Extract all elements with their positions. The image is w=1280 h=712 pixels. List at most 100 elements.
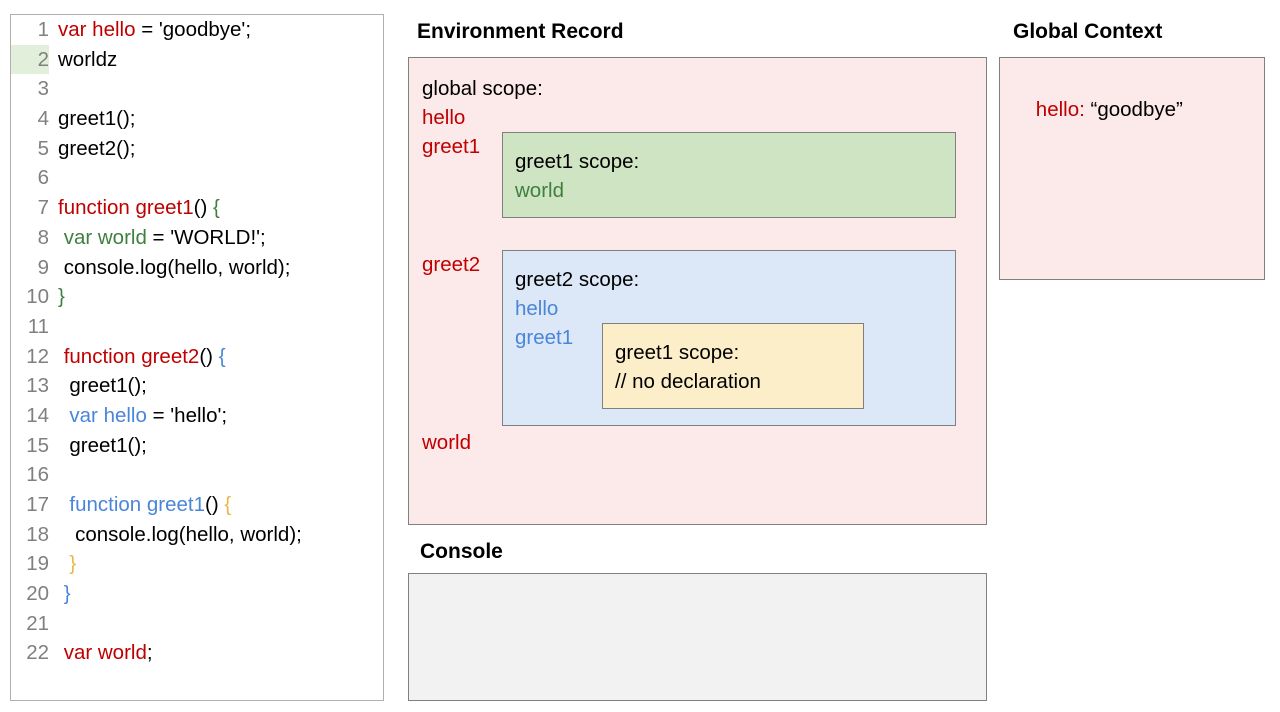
- code-line[interactable]: 12 function greet2() {: [11, 342, 383, 372]
- code-token: console.log(hello, world);: [58, 255, 291, 279]
- console-heading: Console: [420, 540, 503, 563]
- global-context-entry-value: “goodbye”: [1090, 98, 1183, 121]
- global-binding-hello: hello: [422, 106, 466, 129]
- line-number: 5: [37, 136, 49, 160]
- code-token: var hello: [58, 403, 147, 427]
- greet2-scope-label: greet2 scope:: [515, 268, 640, 291]
- line-number: 14: [26, 403, 49, 427]
- greet2-scope-box: greet2 scope: hello greet1 greet1 scope:…: [502, 250, 956, 426]
- line-number: 18: [26, 522, 49, 546]
- code-token: function greet1: [58, 493, 206, 516]
- code-token: console.log(hello, world);: [58, 522, 302, 546]
- code-line[interactable]: 16: [11, 460, 383, 490]
- environment-record-heading: Environment Record: [417, 20, 624, 43]
- code-line-text: function greet2() {: [49, 342, 226, 372]
- code-line-text: greet2();: [49, 134, 135, 164]
- greet1-scope-label: greet1 scope:: [515, 150, 640, 173]
- code-line-text: }: [49, 549, 76, 579]
- line-number: 10: [26, 285, 49, 309]
- code-token: (): [205, 493, 225, 516]
- code-line-text: worldz: [49, 45, 117, 75]
- code-line[interactable]: 4 greet1();: [11, 104, 383, 134]
- code-line[interactable]: 19 }: [11, 549, 383, 579]
- code-token: {: [224, 493, 232, 516]
- code-line-text: greet1();: [49, 431, 146, 461]
- greet2-binding-greet1: greet1: [515, 326, 574, 349]
- code-token: var world: [58, 225, 147, 249]
- code-line-text: var world = 'WORLD!';: [49, 223, 266, 253]
- line-number: 6: [37, 166, 49, 190]
- code-line[interactable]: 17 function greet1() {: [11, 490, 383, 520]
- code-line-text: function greet1() {: [49, 490, 231, 520]
- global-context-heading: Global Context: [1013, 20, 1163, 43]
- global-binding-greet1: greet1: [422, 135, 481, 158]
- code-token: worldz: [58, 47, 118, 71]
- line-number: 13: [26, 374, 49, 398]
- code-line-text: var hello = 'hello';: [49, 401, 227, 431]
- global-binding-greet2: greet2: [422, 253, 481, 276]
- greet1-inner-scope-comment: // no declaration: [615, 370, 761, 393]
- code-token: var world: [58, 641, 147, 665]
- code-line[interactable]: 11: [11, 312, 383, 342]
- code-line[interactable]: 6: [11, 163, 383, 193]
- code-line[interactable]: 21: [11, 609, 383, 639]
- line-number: 9: [37, 255, 49, 279]
- code-token: (): [199, 344, 219, 368]
- code-token: }: [58, 552, 77, 576]
- code-line[interactable]: 10}: [11, 282, 383, 312]
- global-context-panel: hello: “goodbye”: [999, 57, 1265, 280]
- code-token: = 'goodbye';: [135, 18, 252, 41]
- code-token: greet1();: [58, 107, 136, 131]
- code-line[interactable]: 22 var world;: [11, 638, 383, 668]
- code-line[interactable]: 20 }: [11, 579, 383, 609]
- code-line[interactable]: 13 greet1();: [11, 371, 383, 401]
- code-token: var hello: [58, 18, 136, 41]
- line-number: 19: [26, 552, 49, 576]
- line-number: 20: [26, 582, 49, 606]
- line-number: 4: [37, 107, 49, 131]
- line-number: 7: [37, 196, 49, 220]
- line-number: 3: [37, 77, 49, 101]
- code-line-text: function greet1() {: [49, 193, 220, 223]
- greet1-binding-world: world: [515, 179, 564, 202]
- global-context-entry-key: hello:: [1035, 98, 1085, 121]
- code-line-text: console.log(hello, world);: [49, 520, 302, 550]
- code-token: function greet2: [58, 344, 200, 368]
- code-line-text: console.log(hello, world);: [49, 253, 291, 283]
- code-token: }: [58, 285, 65, 309]
- code-line[interactable]: 18 console.log(hello, world);: [11, 520, 383, 550]
- code-line[interactable]: 8 var world = 'WORLD!';: [11, 223, 383, 253]
- line-number: 11: [27, 314, 49, 338]
- code-token: (): [193, 196, 213, 220]
- line-number: 22: [26, 641, 49, 665]
- line-number: 16: [26, 463, 49, 487]
- code-token: greet1();: [58, 374, 147, 398]
- code-token: function greet1: [58, 196, 194, 220]
- console-output-panel[interactable]: [408, 573, 987, 701]
- code-line[interactable]: 3: [11, 74, 383, 104]
- code-line-text: greet1();: [49, 104, 135, 134]
- code-line[interactable]: 14 var hello = 'hello';: [11, 401, 383, 431]
- code-token: }: [58, 582, 71, 606]
- line-number: 21: [26, 611, 49, 635]
- greet2-binding-hello: hello: [515, 297, 559, 320]
- line-number: 15: [26, 433, 49, 457]
- line-number: 17: [26, 493, 49, 516]
- code-line-text: }: [49, 579, 71, 609]
- code-line-text: greet1();: [49, 371, 147, 401]
- code-line[interactable]: 15 greet1();: [11, 431, 383, 461]
- code-token: = 'WORLD!';: [146, 225, 266, 249]
- code-line-text: var hello = 'goodbye';: [49, 15, 251, 45]
- code-token: ;: [146, 641, 153, 665]
- environment-record-panel: global scope: hello greet1 greet2 world …: [408, 57, 987, 525]
- code-line[interactable]: 9 console.log(hello, world);: [11, 253, 383, 283]
- global-context-entry: hello: “goodbye”: [1013, 74, 1183, 146]
- code-line-text: var world;: [49, 638, 153, 668]
- console-output-text: [409, 574, 986, 590]
- line-number: 12: [26, 344, 49, 368]
